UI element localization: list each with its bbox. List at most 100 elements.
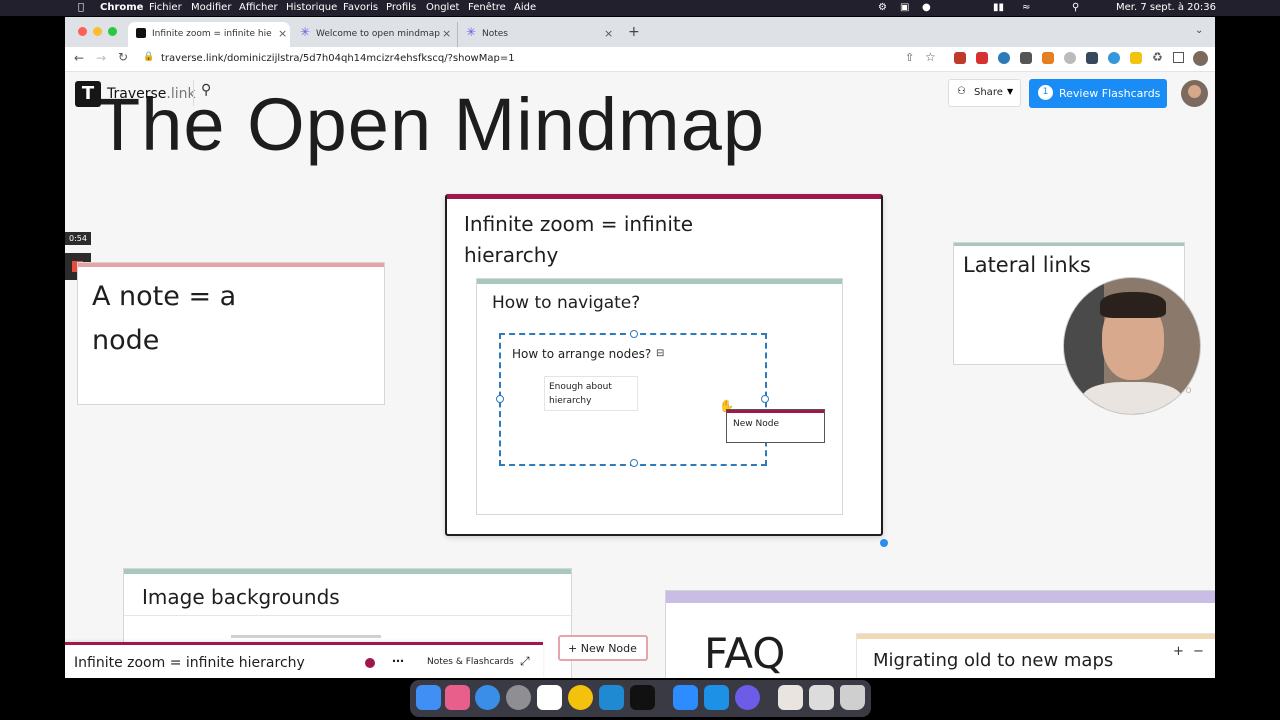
- notion-icon[interactable]: [537, 685, 562, 710]
- wifi-icon[interactable]: ≈: [1022, 2, 1031, 13]
- side-panel-icon[interactable]: [1173, 52, 1184, 63]
- menu-fenetre[interactable]: Fenêtre: [468, 2, 506, 13]
- document-icon[interactable]: [809, 685, 834, 710]
- bookmark-star-icon[interactable]: ☆: [925, 50, 936, 64]
- node-title[interactable]: Lateral links: [963, 253, 1091, 277]
- resize-handle[interactable]: [880, 539, 888, 547]
- close-tab-icon[interactable]: ×: [604, 27, 614, 40]
- mindmap-canvas[interactable]: The Open Mindmap T Traverse.link ⚲ ⚇ Sha…: [65, 72, 1215, 678]
- chrome-menu-icon[interactable]: ⋮: [1211, 50, 1215, 64]
- tab-notes[interactable]: ✳ Notes ×: [457, 22, 616, 47]
- extension-icon[interactable]: [954, 52, 966, 64]
- user-avatar[interactable]: [1181, 80, 1208, 107]
- node-card[interactable]: A note = a node: [77, 262, 385, 405]
- activity-monitor-icon[interactable]: [630, 685, 655, 710]
- brand-name[interactable]: Traverse.link: [107, 86, 196, 102]
- menu-app-name[interactable]: Chrome: [100, 2, 144, 13]
- vscode-icon[interactable]: [599, 685, 624, 710]
- node-title[interactable]: How to navigate?: [492, 293, 641, 313]
- new-node-button[interactable]: + New Node: [558, 635, 648, 661]
- forward-arrow-icon[interactable]: →: [96, 51, 107, 65]
- extension-icon[interactable]: [1064, 52, 1076, 64]
- back-arrow-icon[interactable]: ←: [74, 51, 85, 65]
- resize-handle[interactable]: [761, 395, 769, 403]
- omnibox[interactable]: 🔒 traverse.link/dominiczijlstra/5d7h04qh…: [139, 50, 1019, 68]
- node-title[interactable]: How to arrange nodes?: [512, 347, 652, 361]
- docker-icon[interactable]: [704, 685, 729, 710]
- node-card[interactable]: New Node: [726, 409, 825, 443]
- node-card[interactable]: Enough about hierarchy: [544, 376, 638, 411]
- selected-node-card[interactable]: Infinite zoom = infinite hierarchy How t…: [445, 194, 883, 536]
- node-card[interactable]: FAQ Migrating old to new maps: [665, 590, 1215, 678]
- tab-welcome[interactable]: ✳ Welcome to open mindmap ×: [292, 22, 456, 47]
- apple-icon[interactable]: : [78, 2, 84, 13]
- child-node-card[interactable]: How to navigate? How to arrange nodes? ⊟…: [476, 278, 843, 515]
- color-picker-dot[interactable]: [365, 658, 375, 668]
- trash-icon[interactable]: [840, 685, 865, 710]
- node-title[interactable]: Infinite zoom = infinite hierarchy: [464, 212, 694, 267]
- extension-icon[interactable]: [1086, 52, 1098, 64]
- resize-handle[interactable]: [630, 330, 638, 338]
- new-tab-button[interactable]: +: [628, 24, 640, 40]
- review-flashcards-button[interactable]: 1 Review Flashcards: [1029, 79, 1167, 108]
- node-title[interactable]: New Node: [733, 419, 779, 429]
- traverse-logo-icon[interactable]: T: [75, 81, 101, 107]
- search-icon[interactable]: ⚲: [1072, 2, 1080, 13]
- extension-icon[interactable]: [1020, 52, 1032, 64]
- minimize-window-button[interactable]: [93, 27, 102, 36]
- zoom-icon[interactable]: [673, 685, 698, 710]
- tab-search-chevron-icon[interactable]: ⌄: [1195, 25, 1204, 36]
- menu-aide[interactable]: Aide: [514, 2, 537, 13]
- active-node-bar[interactable]: Infinite zoom = infinite hierarchy ⋯ Not…: [65, 642, 543, 678]
- close-tab-icon[interactable]: ×: [442, 27, 452, 40]
- menu-historique[interactable]: Historique: [286, 2, 338, 13]
- active-node-title[interactable]: Infinite zoom = infinite hierarchy: [74, 655, 305, 671]
- menu-afficher[interactable]: Afficher: [239, 2, 278, 13]
- node-title[interactable]: A note = a node: [92, 281, 237, 356]
- extension-icon[interactable]: [1130, 52, 1142, 64]
- status-icon[interactable]: ▣: [900, 2, 910, 13]
- zoom-in-button[interactable]: +: [1173, 644, 1184, 659]
- chrome-icon[interactable]: [568, 685, 593, 710]
- maximize-window-button[interactable]: [108, 27, 117, 36]
- menu-fichier[interactable]: Fichier: [149, 2, 182, 13]
- node-title[interactable]: Enough about hierarchy: [549, 382, 612, 406]
- extension-icon[interactable]: [976, 52, 988, 64]
- close-tab-icon[interactable]: ×: [278, 27, 288, 40]
- node-title[interactable]: Image backgrounds: [142, 585, 340, 609]
- resize-handle[interactable]: [630, 459, 638, 467]
- search-icon[interactable]: ⚲: [201, 82, 212, 98]
- collapse-icon[interactable]: ⊟: [656, 348, 665, 359]
- menu-modifier[interactable]: Modifier: [191, 2, 232, 13]
- share-button[interactable]: ⚇ Share ▼: [948, 79, 1021, 107]
- tab-infinite-zoom[interactable]: Infinite zoom = infinite hierarchy ×: [128, 22, 290, 47]
- lock-icon[interactable]: 🔒: [143, 52, 155, 62]
- extension-icon[interactable]: [1108, 52, 1120, 64]
- selection-box[interactable]: How to arrange nodes? ⊟ Enough about hie…: [496, 330, 769, 467]
- close-window-button[interactable]: [78, 27, 87, 36]
- reload-icon[interactable]: ↻: [118, 50, 129, 64]
- metamask-icon[interactable]: [1042, 52, 1054, 64]
- node-title[interactable]: FAQ: [704, 629, 786, 678]
- status-icon[interactable]: ●: [922, 2, 931, 13]
- launchpad-icon[interactable]: [445, 685, 470, 710]
- downloads-folder-icon[interactable]: [778, 685, 803, 710]
- status-icon[interactable]: ⚙: [878, 2, 887, 13]
- node-title[interactable]: Migrating old to new maps: [873, 650, 1114, 671]
- child-node-card[interactable]: Migrating old to new maps: [856, 633, 1215, 678]
- resize-handle[interactable]: [496, 395, 504, 403]
- share-page-icon[interactable]: ⇧: [905, 51, 915, 64]
- more-options-icon[interactable]: ⋯: [392, 654, 404, 668]
- menubar-clock[interactable]: Mer. 7 sept. à 20:36: [1116, 2, 1216, 13]
- puzzle-extensions-icon[interactable]: ♻: [1152, 50, 1163, 64]
- notes-flashcards-link[interactable]: Notes & Flashcards: [427, 657, 514, 667]
- battery-icon[interactable]: ▮▮: [993, 2, 1005, 13]
- menu-favoris[interactable]: Favoris: [343, 2, 379, 13]
- safari-icon[interactable]: [475, 685, 500, 710]
- zoom-out-button[interactable]: −: [1193, 644, 1204, 659]
- menu-onglet[interactable]: Onglet: [426, 2, 460, 13]
- menu-profils[interactable]: Profils: [386, 2, 417, 13]
- url-text[interactable]: traverse.link/dominiczijlstra/5d7h04qh14…: [161, 53, 515, 64]
- profile-avatar[interactable]: [1193, 51, 1208, 66]
- settings-icon[interactable]: [506, 685, 531, 710]
